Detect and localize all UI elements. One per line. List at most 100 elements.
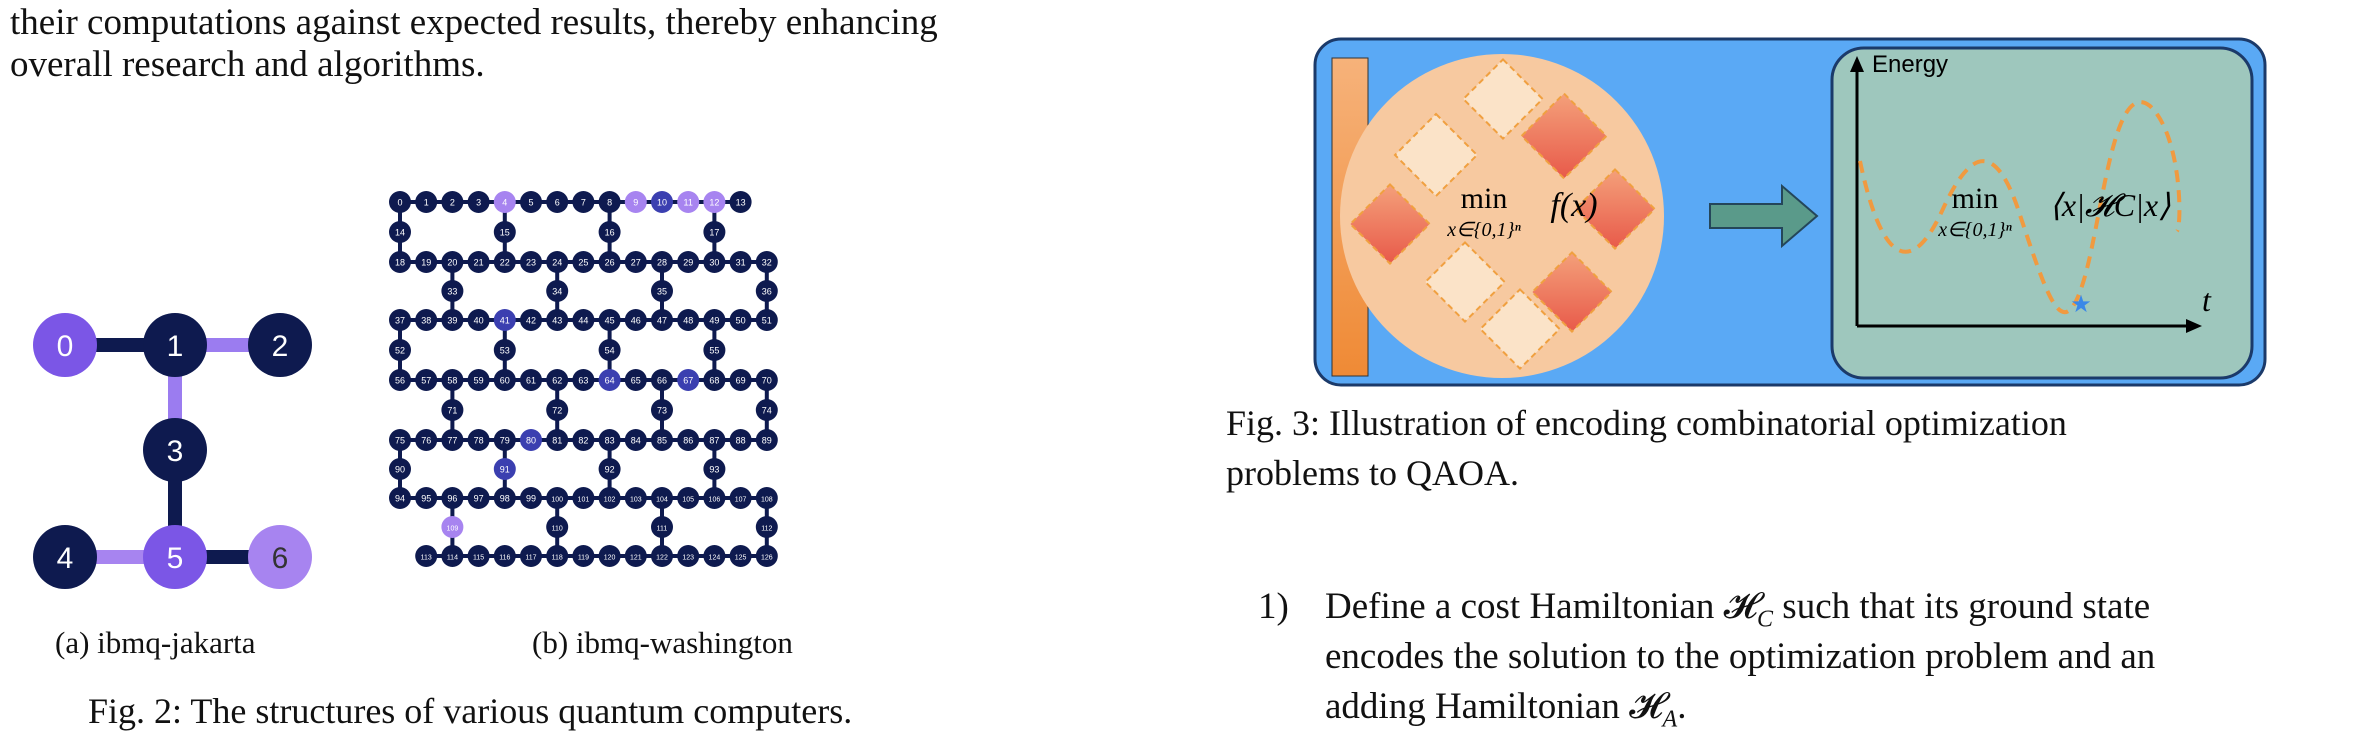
qubit-node: 40: [467, 309, 490, 331]
svg-text:51: 51: [762, 316, 772, 326]
qubit-node: 106: [703, 487, 726, 509]
svg-text:77: 77: [447, 436, 457, 446]
svg-text:43: 43: [552, 316, 562, 326]
svg-text:89: 89: [762, 436, 772, 446]
svg-text:28: 28: [657, 258, 667, 268]
svg-text:110: 110: [552, 526, 563, 533]
list-item-1-line-3: adding Hamiltonian 𝓗A.: [1325, 686, 1687, 733]
qubit-node: 27: [624, 251, 647, 273]
qubit-node: 52: [389, 339, 411, 361]
svg-text:7: 7: [581, 198, 586, 208]
qubit-node: 125: [729, 545, 752, 567]
qubit-node: 6: [546, 191, 569, 213]
qubit-node: 75: [389, 429, 411, 451]
qubit-node: 115: [467, 545, 490, 567]
qubit-node: 32: [755, 251, 778, 273]
qubit-node: 88: [729, 429, 752, 451]
svg-text:11: 11: [684, 198, 693, 208]
svg-text:113: 113: [421, 555, 432, 562]
svg-text:104: 104: [656, 497, 668, 504]
qubit-node: 26: [598, 251, 621, 273]
svg-text:3: 3: [476, 198, 481, 208]
qubit-node: 104: [651, 487, 673, 509]
qubit-node: 33: [441, 280, 464, 302]
qubit-node: 74: [755, 399, 778, 421]
svg-text:27: 27: [631, 258, 641, 268]
subcaption-b: (b) ibmq-washington: [532, 625, 793, 660]
qubit-node: 54: [598, 339, 621, 361]
svg-text:20: 20: [447, 258, 457, 268]
qubit-node: 56: [389, 369, 411, 391]
svg-text:47: 47: [657, 316, 667, 326]
right-formula-min: min: [1952, 182, 1999, 215]
svg-text:69: 69: [736, 376, 746, 386]
qubit-node: 9: [624, 191, 647, 213]
svg-text:112: 112: [761, 526, 772, 533]
star-icon: ★: [2070, 292, 2092, 318]
svg-text:35: 35: [657, 287, 667, 297]
svg-text:105: 105: [682, 497, 694, 504]
svg-text:95: 95: [421, 494, 431, 504]
svg-text:0: 0: [397, 198, 402, 208]
qubit-node: 39: [441, 309, 464, 331]
svg-text:46: 46: [631, 316, 641, 326]
qubit-node: 61: [520, 369, 542, 391]
t-label: t: [2202, 282, 2212, 318]
svg-text:81: 81: [552, 436, 562, 446]
diamond-6: [1423, 240, 1507, 324]
svg-text:99: 99: [526, 494, 536, 504]
svg-text:29: 29: [683, 258, 693, 268]
x-axis-arrow: [2186, 319, 2202, 333]
svg-text:84: 84: [631, 436, 641, 446]
qubit-node: 98: [493, 487, 516, 509]
svg-text:67: 67: [683, 376, 693, 386]
qubit-node: 15: [493, 221, 516, 243]
svg-text:103: 103: [630, 497, 642, 504]
svg-text:15: 15: [500, 228, 510, 238]
qubit-node: 102: [598, 487, 621, 509]
left-formula-f: f(x): [1550, 187, 1597, 224]
svg-text:2: 2: [272, 330, 289, 363]
paragraph-line-2: overall research and algorithms.: [10, 44, 485, 85]
svg-text:18: 18: [395, 258, 405, 268]
svg-text:38: 38: [421, 316, 431, 326]
svg-text:78: 78: [474, 436, 484, 446]
svg-text:71: 71: [447, 406, 457, 416]
svg-text:123: 123: [682, 555, 694, 562]
qubit-node: 112: [755, 516, 778, 538]
svg-text:73: 73: [657, 406, 667, 416]
svg-text:48: 48: [683, 316, 693, 326]
node-1: 1: [143, 313, 207, 377]
subcaption-a: (a) ibmq-jakarta: [55, 625, 256, 660]
qubit-node: 44: [572, 309, 595, 331]
svg-text:96: 96: [447, 494, 457, 504]
qubit-node: 123: [677, 545, 700, 567]
qubit-node: 12: [703, 191, 726, 213]
svg-text:55: 55: [709, 346, 719, 356]
qubit-node: 41: [493, 309, 516, 331]
svg-text:82: 82: [578, 436, 588, 446]
qubit-node: 100: [546, 487, 569, 509]
svg-text:3: 3: [167, 435, 184, 468]
qubit-node: 58: [441, 369, 464, 391]
svg-text:90: 90: [395, 465, 405, 475]
svg-text:22: 22: [500, 258, 510, 268]
svg-text:61: 61: [526, 376, 536, 386]
svg-text:97: 97: [474, 494, 484, 504]
qubit-node: 31: [729, 251, 752, 273]
svg-text:100: 100: [551, 497, 563, 504]
svg-text:102: 102: [604, 497, 616, 504]
svg-text:74: 74: [762, 406, 772, 416]
qubit-node: 101: [572, 487, 595, 509]
svg-text:66: 66: [657, 376, 667, 386]
qubit-node: 103: [624, 487, 647, 509]
qubit-node: 35: [651, 280, 673, 302]
svg-text:10: 10: [657, 198, 667, 208]
right-formula-sub: x∈{0,1}ⁿ: [1937, 219, 2012, 241]
qubit-node: 34: [546, 280, 569, 302]
svg-text:54: 54: [605, 346, 615, 356]
qubit-node: 25: [572, 251, 595, 273]
qubit-node: 62: [546, 369, 569, 391]
svg-text:126: 126: [761, 555, 773, 562]
